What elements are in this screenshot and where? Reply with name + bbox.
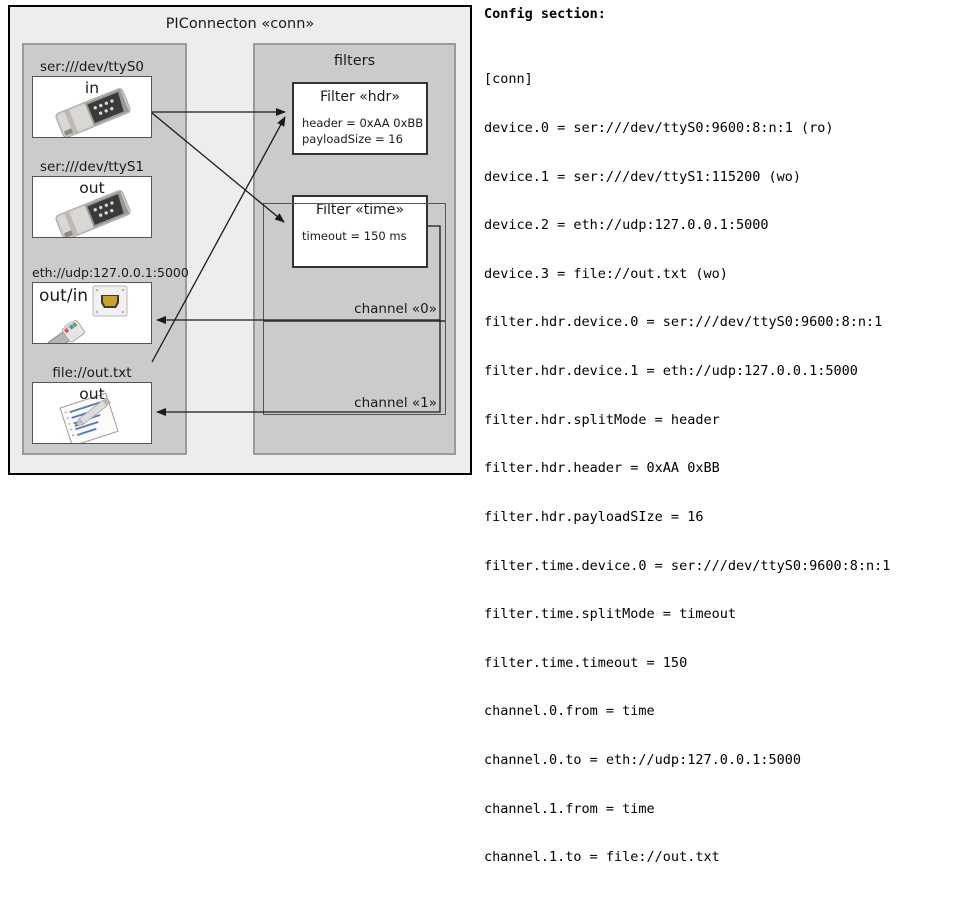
channel-0-label: channel «0» — [354, 301, 437, 317]
config-line: device.3 = file://out.txt (wo) — [484, 265, 728, 282]
config-line: filter.time.timeout = 150 — [484, 654, 688, 671]
filter-hdr-prop-payloadsize: payloadSize = 16 — [302, 132, 403, 146]
device-eth[interactable]: eth://udp:127.0.0.1:5000 out/in — [32, 265, 189, 344]
config-line: device.0 = ser:///dev/ttyS0:9600:8:n:1 (… — [484, 120, 834, 137]
config-line: device.1 = ser:///dev/ttyS1:115200 (wo) — [484, 168, 801, 185]
device-ttys0-box[interactable]: in — [32, 76, 152, 138]
config-line: filter.time.splitMode = timeout — [484, 606, 736, 623]
filter-hdr-prop-header: header = 0xAA 0xBB — [302, 116, 424, 130]
device-file-direction: out — [79, 385, 105, 403]
device-ttys1[interactable]: ser:///dev/ttyS1 out — [32, 159, 152, 238]
config-section: Config section: [conn] device.0 = ser://… — [484, 6, 958, 865]
ethernet-jack-icon — [47, 285, 128, 343]
serial-port-icon — [55, 190, 131, 237]
diagram-canvas: PIConnecton «conn» filters ser:///dev/tt… — [8, 5, 958, 865]
filter-time-title: Filter «time» — [316, 202, 404, 218]
channel-1-label: channel «1» — [354, 395, 437, 411]
config-line: filter.time.device.0 = ser:///dev/ttyS0:… — [484, 557, 891, 574]
device-ttys0-direction: in — [84, 79, 100, 97]
device-eth-label: eth://udp:127.0.0.1:5000 — [32, 265, 189, 280]
device-ttys1-label: ser:///dev/ttyS1 — [40, 159, 144, 175]
pencil — [74, 397, 112, 428]
config-line: channel.0.from = time — [484, 703, 655, 720]
config-line: filter.hdr.splitMode = header — [484, 411, 720, 428]
piconnector-outer-box: PIConnecton «conn» filters ser:///dev/tt… — [8, 5, 472, 475]
config-lines: [conn] device.0 = ser:///dev/ttyS0:9600:… — [484, 39, 958, 898]
config-line: device.2 = eth://udp:127.0.0.1:5000 — [484, 217, 769, 234]
config-line: channel.0.to = eth://udp:127.0.0.1:5000 — [484, 751, 801, 768]
channel-1[interactable]: channel «1» — [263, 321, 446, 415]
config-line: channel.1.to = file://out.txt — [484, 849, 720, 866]
config-line: filter.hdr.device.1 = eth://udp:127.0.0.… — [484, 363, 858, 380]
channel-0[interactable]: channel «0» — [263, 203, 446, 321]
filters-group-title: filters — [333, 53, 376, 69]
device-file-label: file://out.txt — [52, 365, 132, 381]
device-file[interactable]: file://out.txt out — [32, 365, 152, 444]
document-pencil-icon — [59, 392, 119, 443]
config-line: filter.hdr.payloadSIze = 16 — [484, 508, 704, 525]
device-ttys0[interactable]: ser:///dev/ttyS0 in — [32, 59, 152, 138]
device-ttys1-direction: out — [79, 179, 105, 197]
config-line: channel.1.from = time — [484, 800, 655, 817]
filter-hdr[interactable]: Filter «hdr» header = 0xAA 0xBB payloadS… — [292, 82, 428, 155]
config-line: [conn] — [484, 71, 533, 88]
diagram-title: PIConnecton «conn» — [165, 16, 315, 32]
device-ttys1-box[interactable]: out — [32, 176, 152, 238]
config-heading: Config section: — [484, 6, 606, 22]
device-eth-box[interactable]: out/in — [32, 282, 152, 344]
device-ttys0-label: ser:///dev/ttyS0 — [40, 59, 144, 75]
config-line: filter.hdr.device.0 = ser:///dev/ttyS0:9… — [484, 314, 883, 331]
filter-hdr-title: Filter «hdr» — [320, 89, 400, 105]
serial-port-icon — [55, 88, 131, 137]
device-eth-direction: out/in — [39, 286, 89, 306]
config-line: filter.hdr.header = 0xAA 0xBB — [484, 460, 720, 477]
device-file-box[interactable]: out — [32, 382, 152, 444]
ethernet-plug — [47, 320, 85, 343]
